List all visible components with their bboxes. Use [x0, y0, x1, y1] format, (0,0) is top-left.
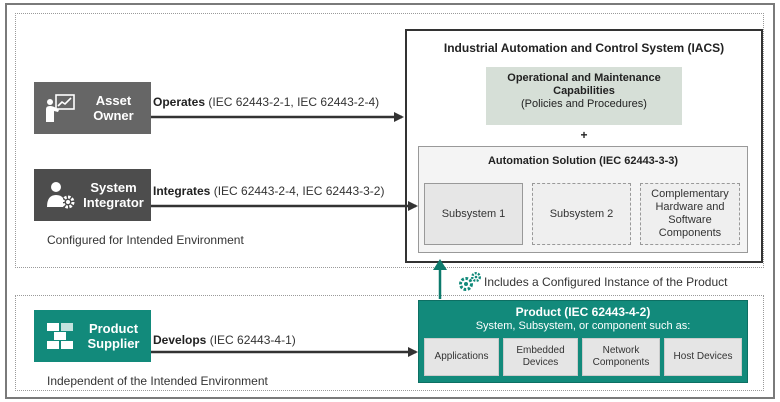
- system-integrator-box: System Integrator: [34, 169, 151, 221]
- product-title: Product (IEC 62443-4-2): [515, 305, 651, 319]
- asset-owner-label: Asset Owner: [82, 93, 151, 123]
- integrates-label: Integrates (IEC 62443-2-4, IEC 62443-3-2…: [153, 184, 384, 198]
- embedded-devices-line1: Embedded: [516, 345, 565, 356]
- ops-line2: Capabilities: [553, 85, 615, 97]
- includes-arrowhead: [433, 259, 447, 270]
- network-components-line2: Components: [592, 357, 650, 368]
- asset-owner-box: Asset Owner: [34, 82, 151, 134]
- applications-label: Applications: [434, 351, 489, 362]
- operates-refs: (IEC 62443-2-1, IEC 62443-2-4): [205, 95, 380, 109]
- iacs-title: Industrial Automation and Control System…: [443, 41, 725, 55]
- complementary-line3: Software: [668, 214, 712, 226]
- configured-environment-label: Configured for Intended Environment: [47, 233, 244, 247]
- network-components-line1: Network: [602, 345, 640, 356]
- system-integrator-label-line2: Integrator: [83, 195, 144, 210]
- develops-refs: (IEC 62443-4-1): [206, 333, 296, 347]
- product-supplier-box: Product Supplier: [34, 310, 151, 362]
- product-supplier-label: Product Supplier: [82, 321, 151, 351]
- subsystem-1-label: Subsystem 1: [441, 207, 506, 220]
- stacked-boxes-icon: [47, 323, 73, 349]
- develops-verb: Develops: [153, 333, 207, 347]
- complementary-components-box: Complementary Hardware and Software Comp…: [640, 183, 740, 245]
- product-supplier-label-line1: Product: [88, 321, 139, 336]
- host-devices-label: Host Devices: [673, 351, 733, 362]
- develops-label: Develops (IEC 62443-4-1): [153, 333, 296, 347]
- operates-label: Operates (IEC 62443-2-1, IEC 62443-2-4): [153, 95, 379, 109]
- embedded-devices-line2: Devices: [522, 357, 559, 368]
- subsystem-1-box: Subsystem 1: [424, 183, 523, 245]
- operational-capabilities-box: Operational and Maintenance Capabilities…: [486, 67, 682, 125]
- product-supplier-label-line2: Supplier: [87, 336, 140, 351]
- independent-environment-label: Independent of the Intended Environment: [47, 374, 268, 388]
- subsystem-2-label: Subsystem 2: [549, 207, 614, 220]
- operates-verb: Operates: [153, 95, 206, 109]
- presenter-chart-icon: [46, 94, 75, 122]
- plus-sign: +: [580, 128, 588, 142]
- independent-environment-section: [15, 295, 764, 391]
- host-devices-box: Host Devices: [664, 338, 742, 376]
- applications-box: Applications: [424, 338, 499, 376]
- integrates-refs: (IEC 62443-2-4, IEC 62443-3-2): [210, 184, 385, 198]
- automation-solution-title: Automation Solution (IEC 62443-3-3): [487, 155, 679, 167]
- person-gear-icon: [47, 182, 75, 209]
- configured-environment-section: [15, 13, 764, 268]
- asset-owner-label-line2: Owner: [93, 108, 134, 123]
- gears-icon: [459, 272, 481, 291]
- complementary-components-label: Complementary Hardware and Software Comp…: [651, 188, 729, 240]
- asset-owner-label-line1: Asset: [95, 93, 132, 108]
- ops-line1: Operational and Maintenance: [507, 72, 661, 84]
- complementary-line1: Complementary: [651, 188, 729, 200]
- complementary-line4: Components: [658, 227, 722, 239]
- system-integrator-label: System Integrator: [82, 180, 151, 210]
- subsystem-2-box: Subsystem 2: [532, 183, 631, 245]
- product-subtitle: System, Subsystem, or component such as:: [475, 320, 691, 332]
- system-integrator-label-line1: System: [90, 180, 137, 195]
- integrates-verb: Integrates: [153, 184, 211, 198]
- complementary-line2: Hardware and: [655, 201, 725, 213]
- includes-configured-instance-label: Includes a Configured Instance of the Pr…: [484, 275, 728, 289]
- ops-line3: (Policies and Procedures): [521, 98, 647, 110]
